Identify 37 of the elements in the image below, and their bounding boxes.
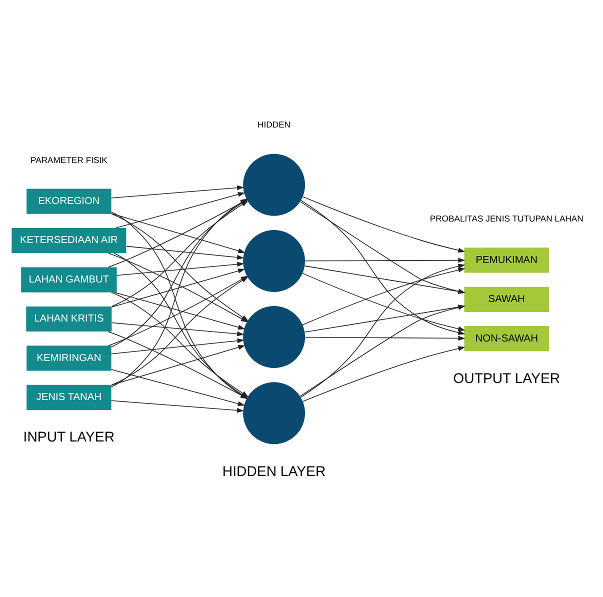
node-circle <box>243 229 306 292</box>
node-box: PEMUKIMAN <box>464 247 549 272</box>
arrow <box>302 346 466 402</box>
label: HIDDEN LAYER <box>222 462 326 479</box>
label: INPUT LAYER <box>23 428 115 444</box>
node-box: LAHAN GAMBUT <box>21 266 117 292</box>
node-circle <box>243 306 306 368</box>
arrow <box>300 200 466 294</box>
arrow <box>112 268 246 307</box>
arrow <box>111 400 244 412</box>
node-box: NON-SAWAH <box>464 326 549 351</box>
arrow <box>111 338 244 354</box>
arrow <box>111 368 245 406</box>
arrow <box>111 212 246 253</box>
arrow <box>304 257 466 262</box>
arrow <box>111 344 246 385</box>
node-circle <box>243 382 306 444</box>
arrow <box>304 335 466 340</box>
node-box: EKOREGION <box>26 188 112 214</box>
arrow <box>304 265 466 294</box>
label: OUTPUT LAYER <box>453 369 560 386</box>
arrow <box>302 196 466 252</box>
arrow <box>126 245 244 260</box>
arrow <box>116 261 244 276</box>
node-box: KETERSEDIAAN AIR <box>12 228 126 253</box>
arrow <box>112 322 244 336</box>
arrow <box>114 291 246 330</box>
arrow <box>111 184 244 198</box>
label: HIDDEN <box>258 118 291 129</box>
node-box: KEMIRINGAN <box>26 345 112 370</box>
arrow <box>115 192 245 228</box>
node-circle <box>243 153 306 216</box>
label: PARAMETER FISIK <box>30 154 108 164</box>
label: PROBALITAS JENIS TUTUPAN LAHAN <box>430 213 584 224</box>
node-box: JENIS TANAH <box>26 384 112 410</box>
node-box: LAHAN KRITIS <box>26 306 112 332</box>
node-box: SAWAH <box>464 286 549 312</box>
